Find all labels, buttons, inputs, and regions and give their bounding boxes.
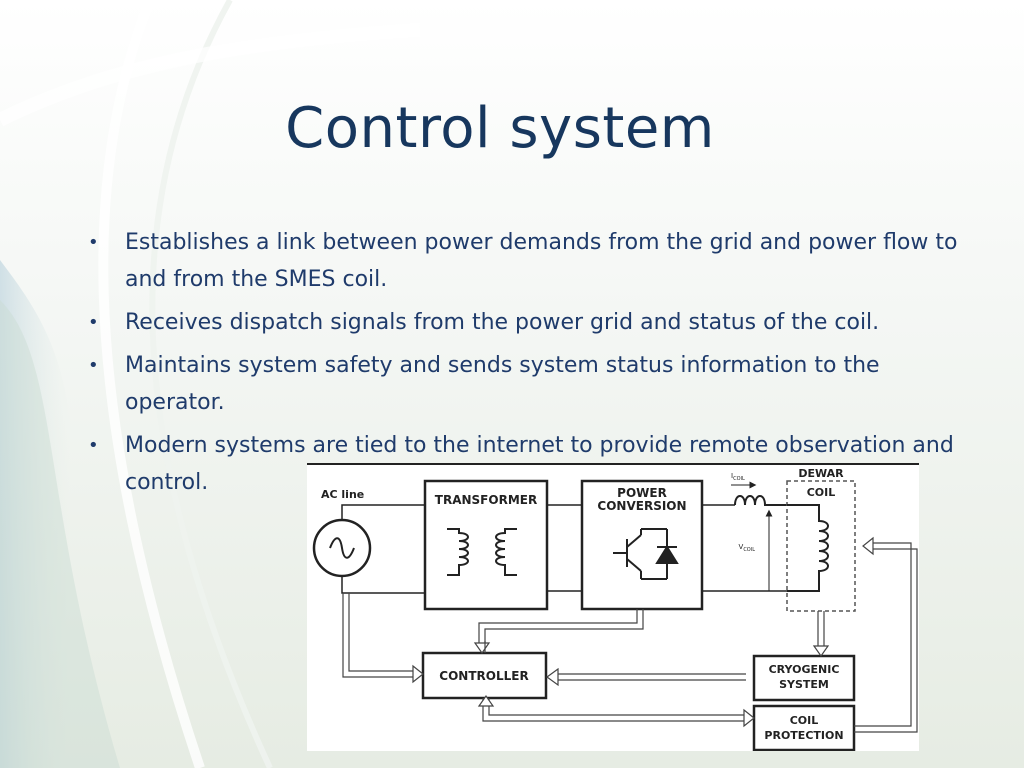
superconducting-coil-icon bbox=[787, 504, 829, 592]
bullet-text: Receives dispatch signals from the power… bbox=[125, 310, 880, 335]
igbt-diode-icon bbox=[613, 528, 679, 580]
bullet-item: • Maintains system safety and sends syste… bbox=[88, 347, 968, 421]
v-coil-label: VCOIL bbox=[739, 543, 756, 553]
controller-label: CONTROLLER bbox=[439, 669, 528, 683]
bullet-text: Maintains system safety and sends system… bbox=[125, 353, 880, 415]
i-coil-label: ICOIL bbox=[731, 472, 745, 482]
bullet-text: Modern systems are tied to the internet … bbox=[125, 433, 954, 495]
i-coil-subscript: COIL bbox=[733, 476, 745, 482]
coil-protection-label-1: COIL bbox=[790, 714, 819, 727]
smes-block-diagram: AC line TRANSFORMER POWER CONVERSION ICO… bbox=[307, 463, 919, 751]
i-coil-symbol: I bbox=[731, 472, 733, 480]
cryogenic-system-block bbox=[752, 654, 856, 702]
bullet-item: • Establishes a link between power demand… bbox=[88, 224, 968, 298]
bullet-item: • Receives dispatch signals from the powe… bbox=[88, 304, 968, 341]
v-coil-subscript: COIL bbox=[743, 547, 755, 553]
bullet-marker: • bbox=[88, 435, 99, 456]
transformer-block bbox=[423, 479, 549, 611]
bullet-list: • Establishes a link between power demand… bbox=[88, 224, 968, 507]
power-conversion-label-2: CONVERSION bbox=[597, 499, 686, 513]
v-coil-symbol: V bbox=[739, 543, 744, 551]
coil-label: COIL bbox=[807, 486, 836, 499]
dewar-coil-block bbox=[786, 480, 856, 612]
ac-line-label: AC line bbox=[321, 488, 364, 501]
coil-protection-label-2: PROTECTION bbox=[764, 729, 843, 742]
cryogenic-label-2: SYSTEM bbox=[779, 678, 829, 691]
bullet-marker: • bbox=[88, 355, 99, 376]
power-conversion-block bbox=[580, 479, 704, 611]
bullet-marker: • bbox=[88, 312, 99, 333]
coil-protection-block bbox=[752, 704, 856, 751]
bullet-text: Establishes a link between power demands… bbox=[125, 230, 958, 292]
signal-paths bbox=[342, 536, 918, 733]
power-conversion-label-1: POWER bbox=[617, 486, 667, 500]
cryogenic-label-1: CRYOGENIC bbox=[769, 663, 840, 676]
inductor-icon bbox=[734, 495, 787, 506]
transformer-coils-icon bbox=[447, 528, 517, 576]
slide-title: Control system bbox=[285, 96, 715, 161]
bullet-item: • Modern systems are tied to the internet… bbox=[88, 427, 968, 501]
dewar-label: DEWAR bbox=[798, 467, 844, 480]
bullet-marker: • bbox=[88, 232, 99, 253]
transformer-label: TRANSFORMER bbox=[435, 493, 537, 507]
